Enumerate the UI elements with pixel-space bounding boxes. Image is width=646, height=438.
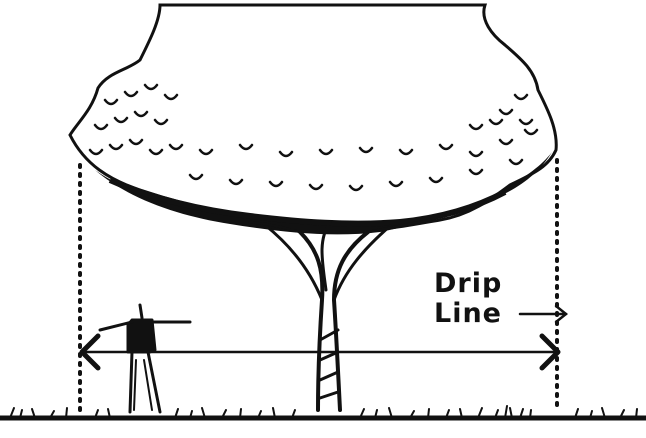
drip-label-line2: Line (434, 300, 502, 327)
ground-line (0, 406, 646, 418)
tree-canopy (70, 5, 556, 234)
drip-line-pointer-arrow (520, 306, 566, 322)
drip-label-line1: Drip (434, 270, 502, 297)
person-figure (100, 305, 190, 412)
tree-trunk (250, 220, 430, 410)
